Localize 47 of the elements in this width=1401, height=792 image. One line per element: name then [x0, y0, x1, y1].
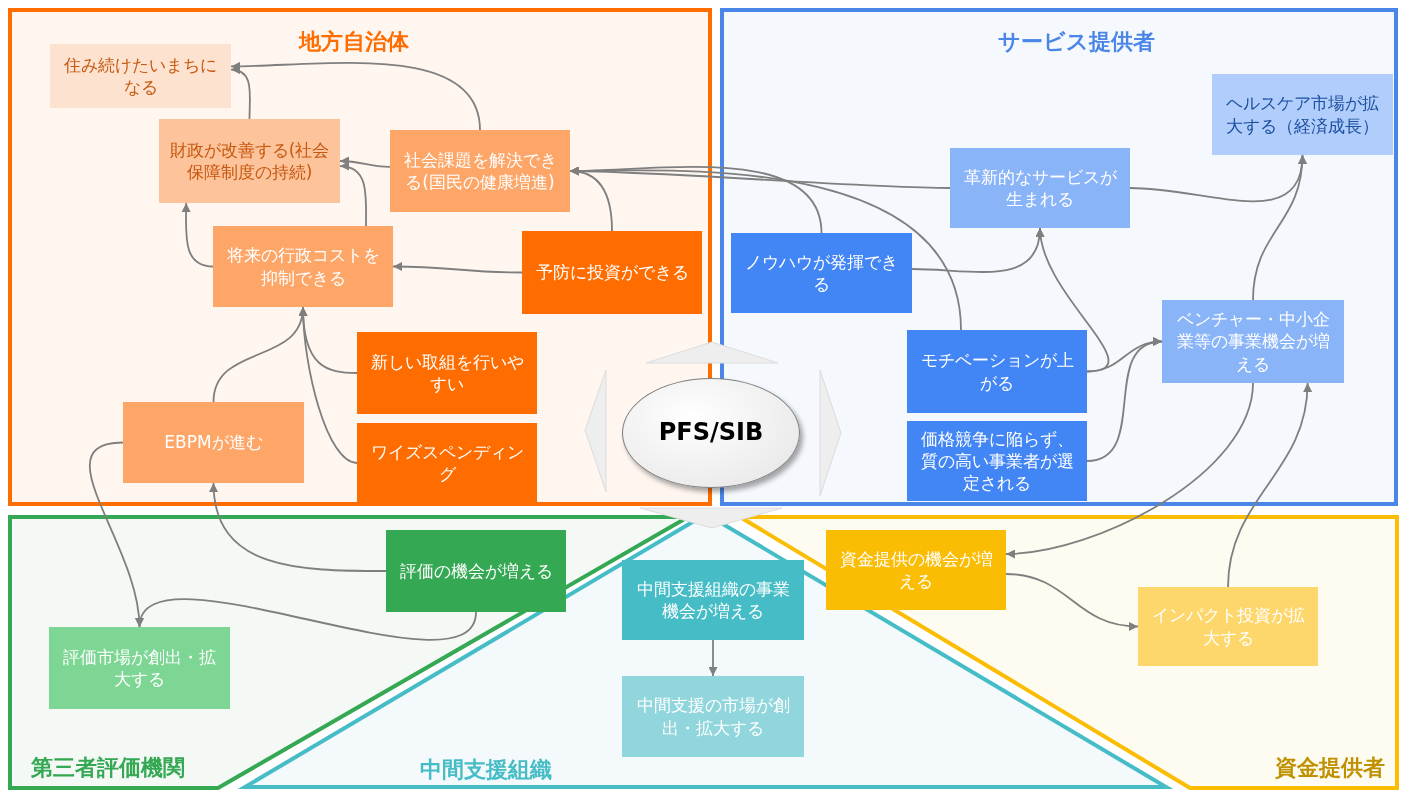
- process-box: 社会課題を解決できる(国民の健康増進): [390, 130, 570, 212]
- group-heading: 中間支援組織: [420, 756, 552, 784]
- group-heading: 第三者評価機関: [31, 754, 185, 782]
- arrow: [339, 162, 367, 227]
- process-box: 資金提供の機会が増える: [826, 530, 1006, 610]
- chevron-arrow: [645, 341, 779, 364]
- process-box: 評価の機会が増える: [386, 530, 566, 612]
- process-box: 将来の行政コストを抑制できる: [213, 226, 393, 307]
- process-box: EBPMが進む: [123, 402, 304, 483]
- arrow: [569, 166, 962, 331]
- process-box: 価格競争に陥らず、質の高い事業者が選定される: [907, 421, 1087, 501]
- arrow: [708, 639, 718, 677]
- group-heading: サービス提供者: [997, 28, 1155, 56]
- process-box: ワイズスペンディング: [357, 423, 537, 503]
- process-box: モチベーションが上がる: [907, 330, 1087, 413]
- chevron-arrow: [584, 369, 607, 493]
- process-box: インパクト投資が拡大する: [1138, 587, 1318, 666]
- arrow: [1252, 154, 1307, 301]
- arrow: [230, 61, 481, 131]
- arrow: [138, 598, 477, 641]
- group-heading: 地方自治体: [299, 28, 409, 56]
- arrow: [89, 441, 144, 628]
- process-box: 住み続けたいまちになる: [50, 44, 231, 108]
- process-box: ベンチャー・中小企業等の事業機会が増える: [1162, 300, 1344, 383]
- process-box: 予防に投資ができる: [522, 231, 702, 314]
- arrow: [339, 156, 391, 168]
- arrow: [209, 482, 387, 572]
- process-box: 革新的なサービスが生まれる: [950, 148, 1130, 228]
- arrow: [1005, 573, 1139, 631]
- process-box: 財政が改善する(社会保障制度の持続): [159, 119, 340, 203]
- process-box: ノウハウが発揮できる: [731, 233, 912, 313]
- arrow: [1086, 338, 1163, 462]
- chevron-arrow: [639, 507, 783, 529]
- process-box: ヘルスケア市場が拡大する（経済成長）: [1212, 74, 1393, 155]
- group-heading: 資金提供者: [1275, 754, 1385, 782]
- arrow: [181, 202, 214, 268]
- arrow: [392, 262, 523, 274]
- process-box: 中間支援組織の事業機会が増える: [622, 560, 804, 640]
- arrow: [1005, 382, 1254, 558]
- process-box: 評価市場が創出・拡大する: [49, 627, 230, 709]
- arrow: [298, 306, 358, 464]
- arrow: [1227, 382, 1312, 588]
- arrow: [230, 66, 251, 120]
- process-box: 新しい取組を行いやすい: [357, 332, 537, 414]
- process-box: 中間支援の市場が創出・拡大する: [622, 676, 804, 757]
- chevron-arrow: [819, 369, 842, 497]
- arrow: [1036, 227, 1110, 373]
